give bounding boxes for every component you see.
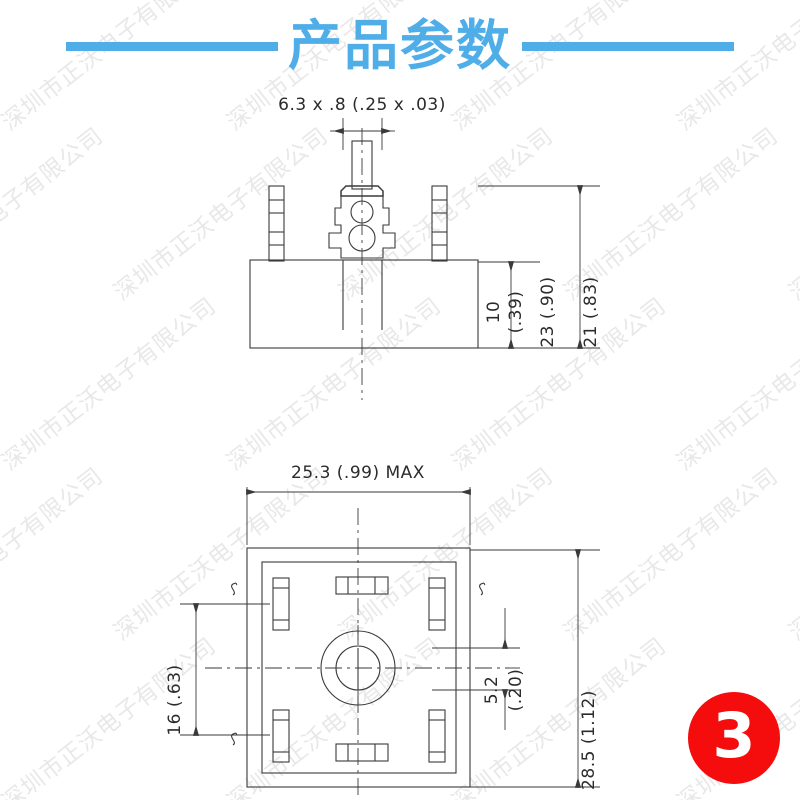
dim-label-23: 23 (.90) — [538, 276, 558, 347]
header-rule-left — [66, 41, 278, 51]
top-terminal-left-upper — [272, 577, 290, 631]
side-center-blade — [328, 140, 396, 259]
break-symbol-left-upper — [231, 582, 238, 596]
dim-overall-depth-285: 28.5 (1.12) — [470, 549, 600, 790]
dim-label-21: 21 (.83) — [581, 276, 601, 347]
dim-width-max: 25.3 (.99) MAX — [246, 463, 471, 545]
side-body-outline — [249, 259, 479, 349]
side-terminal-pin-right — [431, 185, 448, 262]
dim-label-16: 16 (.63) — [165, 664, 185, 735]
dim-label-52: 5.2 — [482, 676, 502, 705]
dim-label-10: 10 — [484, 301, 504, 324]
dim-label-10-inch: (.39) — [506, 291, 526, 334]
dim-blade-width — [330, 118, 395, 150]
side-terminal-pin-left — [268, 185, 285, 262]
dim-label-52-inch: (.20) — [506, 669, 526, 712]
top-terminal-right-upper — [428, 577, 446, 631]
dim-slot-gap-52: 5.2 (.20) — [432, 608, 526, 730]
dim-label-width-max: 25.3 (.99) MAX — [291, 463, 425, 483]
top-view: 25.3 (.99) MAX — [165, 463, 600, 800]
dim-pin-span-16: 16 (.63) — [165, 603, 270, 736]
header-rule-right — [522, 41, 734, 51]
top-center-blade-upper — [335, 576, 389, 595]
dim-overall-height-23: 23 (.90) — [538, 276, 558, 347]
dim-label-blade-width: 6.3 x .8 (.25 x .03) — [278, 95, 446, 115]
dim-body-height-10: 10 (.39) — [478, 261, 540, 349]
page-header: 产品参数 — [0, 0, 800, 92]
page-number-badge: 3 — [688, 692, 780, 784]
break-symbol-right-upper — [479, 582, 486, 596]
break-symbol-left-lower — [231, 732, 238, 746]
top-terminal-left-lower — [272, 709, 290, 763]
top-inner-outline — [261, 561, 457, 774]
top-outer-outline — [246, 547, 471, 788]
page-title: 产品参数 — [288, 14, 512, 77]
page-number-badge-label: 3 — [712, 699, 756, 772]
dim-label-285: 28.5 (1.12) — [579, 690, 599, 790]
top-center-blade-lower — [335, 743, 389, 762]
dim-overall-height-21: 21 (.83) — [478, 185, 601, 349]
side-view: 10 (.39) 23 (.90) 21 (.83) 6.3 x .8 (.25… — [249, 95, 601, 400]
top-terminal-right-lower — [428, 709, 446, 763]
